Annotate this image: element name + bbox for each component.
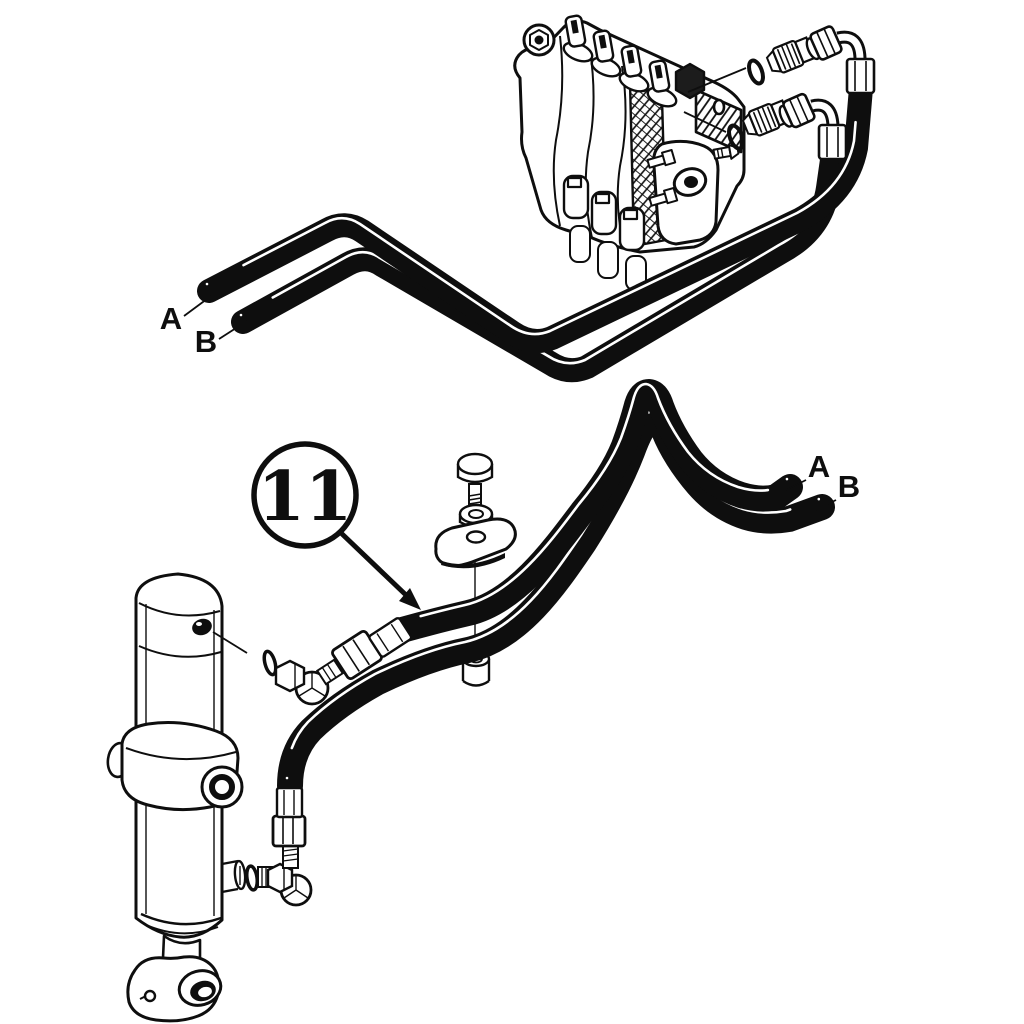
callout-arrowhead bbox=[399, 588, 421, 610]
barrel-cap-line bbox=[140, 912, 222, 926]
upper-hose-pair bbox=[197, 76, 873, 383]
valve-section-line bbox=[552, 35, 564, 227]
barrel-cap-line bbox=[143, 923, 219, 935]
callout-11: 11 bbox=[251, 441, 421, 610]
barrel-rim-line bbox=[138, 602, 221, 617]
label-hose-b-lower: B bbox=[838, 469, 860, 504]
control-valve-assembly bbox=[513, 14, 746, 291]
upper-hose-elbow-fittings bbox=[778, 25, 876, 161]
valve-bottom-lug bbox=[590, 190, 619, 279]
o-ring bbox=[262, 649, 278, 677]
elbow-swivel-nut bbox=[805, 25, 843, 61]
elbow-fitting bbox=[274, 658, 345, 706]
o-ring bbox=[747, 58, 765, 86]
valve-spool bbox=[646, 59, 678, 108]
label-leader bbox=[785, 479, 807, 491]
hose-ferrule bbox=[368, 617, 413, 658]
hose-ferrule bbox=[845, 57, 876, 95]
hose-a-lower bbox=[389, 379, 803, 643]
collar-rim-line bbox=[125, 747, 237, 761]
hose-ferrule bbox=[817, 123, 848, 161]
label-hose-a-lower: A bbox=[808, 449, 830, 484]
callout-arrow-shaft bbox=[338, 530, 409, 598]
valve-hex-plug bbox=[522, 23, 556, 57]
label-hose-a-upper: A bbox=[160, 301, 182, 336]
valve-dark-hex-cap bbox=[674, 62, 706, 100]
rod-end-hose-fittings bbox=[245, 786, 313, 907]
label-leader bbox=[218, 320, 248, 340]
label-leader bbox=[183, 295, 212, 317]
leader-line bbox=[683, 111, 727, 133]
mounting-bolt bbox=[456, 452, 494, 511]
callout-number: 11 bbox=[258, 457, 353, 537]
upper-hose-labels: A B bbox=[160, 295, 248, 359]
o-ring bbox=[245, 864, 259, 892]
hose-clamp-plate bbox=[434, 517, 517, 569]
hose-ferrule bbox=[275, 786, 304, 819]
hydraulic-cylinder bbox=[106, 572, 248, 1023]
hose-a-upper bbox=[197, 76, 873, 354]
end-cover-bolt bbox=[646, 148, 677, 169]
lower-hose-pair bbox=[277, 379, 835, 799]
clevis-eye-hole bbox=[198, 986, 212, 998]
label-leader bbox=[815, 499, 837, 511]
elbow-swivel-nut bbox=[778, 92, 816, 129]
end-cover-boss-hole bbox=[684, 176, 698, 188]
elbow-fitting bbox=[257, 845, 313, 907]
hose-b-lower bbox=[277, 407, 835, 799]
end-cover-bolt bbox=[648, 186, 679, 207]
hose-a-upper-highlight bbox=[205, 79, 861, 336]
hose-end-nut bbox=[271, 814, 307, 848]
collar-boss-hole bbox=[209, 774, 235, 800]
cylinder-top-port-hole bbox=[196, 622, 202, 626]
valve-spool bbox=[590, 29, 622, 78]
lower-hose-labels: A B bbox=[785, 449, 860, 511]
leader-line bbox=[212, 631, 248, 654]
grease-fitting bbox=[143, 989, 157, 1003]
top-port-hose-fittings bbox=[262, 617, 413, 706]
valve-bottom-lug bbox=[562, 174, 591, 263]
label-hose-b-upper: B bbox=[195, 324, 217, 359]
valve-port-adapters bbox=[683, 36, 823, 151]
barrel-section-line bbox=[138, 645, 222, 658]
cylinder-side-port bbox=[221, 859, 247, 894]
valve-bottom-lug bbox=[618, 206, 647, 291]
valve-spool bbox=[618, 44, 650, 93]
grease-fitting-stem bbox=[139, 995, 147, 1000]
leader-line bbox=[687, 67, 747, 93]
hose-a-lower-highlight bbox=[397, 382, 789, 624]
callout-circle bbox=[251, 441, 359, 549]
o-ring bbox=[727, 123, 745, 151]
valve-spool bbox=[562, 14, 594, 63]
mount-plate-hole bbox=[712, 98, 726, 116]
